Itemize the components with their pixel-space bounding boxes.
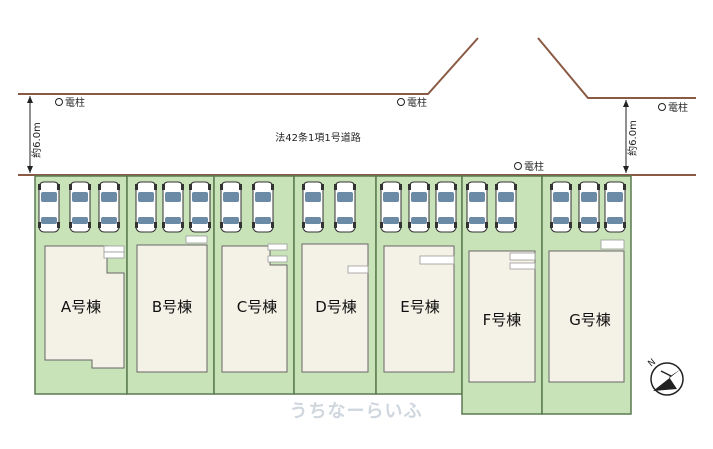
lot-label: B号棟 <box>152 298 192 316</box>
utility-pole-label: 電柱 <box>65 96 85 109</box>
utility-pole: 電柱 <box>514 160 544 173</box>
parking-car-icon <box>68 181 92 233</box>
utility-pole-icon <box>514 162 522 170</box>
lot-e[interactable]: E号棟 <box>375 175 463 395</box>
compass-north-label: N <box>647 357 659 369</box>
lot-f[interactable]: F号棟 <box>461 175 543 415</box>
lot-label: G号棟 <box>569 311 611 329</box>
house-footprint <box>136 244 208 373</box>
utility-pole: 電柱 <box>397 96 427 109</box>
road-width-left: 約6.0m <box>27 96 43 173</box>
house-footprint <box>548 250 625 383</box>
parking-car-icon <box>251 181 275 233</box>
parking-car-icon <box>434 181 458 233</box>
lot-label: D号棟 <box>315 298 357 316</box>
lot-d[interactable]: D号棟 <box>293 175 377 395</box>
lot-label: C号棟 <box>237 298 277 316</box>
parking-car-icon <box>379 181 403 233</box>
utility-pole: 電柱 <box>55 96 85 109</box>
lot-label: A号棟 <box>61 298 101 316</box>
parking-car-icon <box>603 181 627 233</box>
parking-car-icon <box>494 181 518 233</box>
parking-car-icon <box>301 181 325 233</box>
house-footprint <box>301 243 369 373</box>
road-width-left-label: 約6.0m <box>30 122 43 158</box>
lot-c[interactable]: C号棟 <box>213 175 295 395</box>
road-width-right: 約6.0m <box>623 100 639 173</box>
road-north-edge <box>18 37 479 95</box>
parking-car-icon <box>134 181 158 233</box>
parking-car-icon <box>333 181 357 233</box>
lot-g[interactable]: G号棟 <box>541 175 632 415</box>
utility-pole-icon <box>55 98 63 106</box>
utility-pole-label: 電柱 <box>668 101 688 114</box>
parking-car-icon <box>97 181 121 233</box>
utility-pole-icon <box>658 103 666 111</box>
parking-car-icon <box>37 181 61 233</box>
parking-car-icon <box>407 181 431 233</box>
parking-car-icon <box>465 181 489 233</box>
road: 法42条1項1号道路 <box>18 37 696 176</box>
road-width-right-label: 約6.0m <box>626 120 639 156</box>
parking-car-icon <box>161 181 185 233</box>
utility-pole-icon <box>397 98 405 106</box>
road-north-edge-right <box>537 37 696 99</box>
utility-pole-label: 電柱 <box>407 96 427 109</box>
lot-label: E号棟 <box>400 298 439 316</box>
lot-b[interactable]: B号棟 <box>126 175 215 395</box>
road-label: 法42条1項1号道路 <box>275 131 360 144</box>
parking-car-icon <box>219 181 243 233</box>
parking-car-icon <box>188 181 212 233</box>
house-footprint <box>383 245 455 373</box>
lot-label: F号棟 <box>483 311 522 329</box>
parking-car-icon <box>577 181 601 233</box>
utility-pole: 電柱 <box>658 101 688 114</box>
lot-a[interactable]: A号棟 <box>34 175 128 395</box>
house-footprint <box>468 250 536 383</box>
compass-icon: N <box>647 357 684 396</box>
watermark: うちなーらいふ <box>290 401 423 422</box>
utility-pole-label: 電柱 <box>524 160 544 173</box>
parking-car-icon <box>549 181 573 233</box>
